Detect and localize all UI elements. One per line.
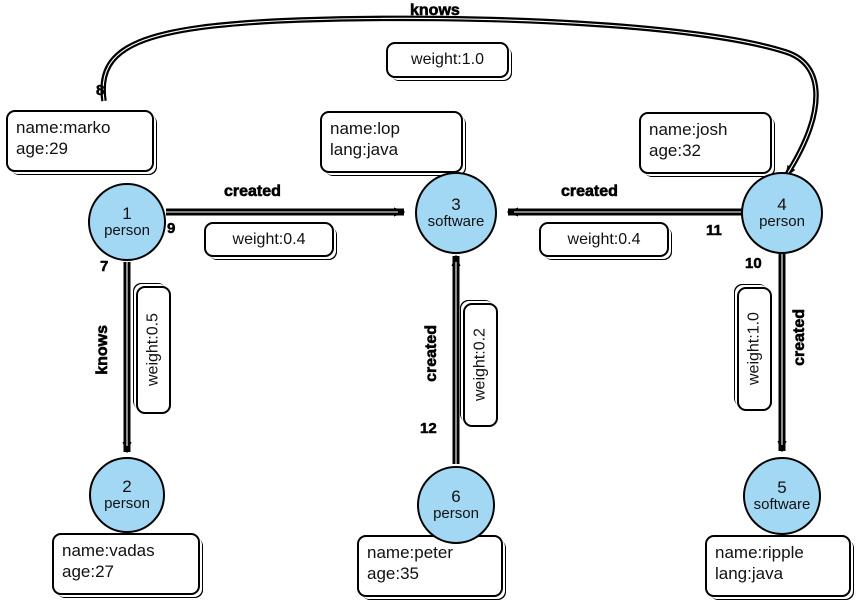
vertex-2-properties: name:vadas age:27 (52, 533, 200, 595)
vertex-4[interactable]: 4 person (741, 172, 823, 254)
edge-10-weight: weight:1.0 (737, 287, 772, 411)
vertex-1-label: person (104, 222, 150, 240)
vertex-6-prop-0: name:peter (367, 543, 453, 562)
vertex-6-label: person (433, 505, 479, 523)
vertex-6[interactable]: 6 person (417, 466, 495, 544)
vertex-1-prop-0: name:marko (16, 118, 111, 137)
edge-7-id: 7 (100, 258, 109, 276)
vertex-5[interactable]: 5 software (743, 457, 821, 535)
edge-7-label: knows (94, 325, 112, 375)
vertex-3[interactable]: 3 software (415, 172, 497, 254)
vertex-3-properties: name:lop lang:java (320, 111, 463, 173)
vertex-4-properties: name:josh age:32 (639, 112, 772, 174)
edge-9-label: created (224, 183, 282, 201)
vertex-1-prop-1: age:29 (16, 139, 68, 159)
vertex-4-label: person (759, 213, 805, 231)
edge-10-id: 10 (745, 255, 762, 273)
edge-8-id: 8 (96, 82, 105, 100)
vertex-5-properties: name:ripple lang:java (705, 535, 851, 597)
vertex-5-label: software (753, 496, 811, 514)
vertex-2-prop-1: age:27 (62, 562, 114, 582)
edge-10-label: created (791, 309, 809, 367)
vertex-2[interactable]: 2 person (89, 457, 165, 533)
vertex-4-id: 4 (777, 195, 787, 215)
vertex-4-prop-0: name:josh (649, 120, 728, 139)
vertex-3-id: 3 (451, 195, 461, 215)
edge-9-id: 9 (167, 220, 176, 238)
vertex-3-prop-1: lang:java (330, 140, 399, 160)
vertex-6-prop-1: age:35 (367, 564, 419, 584)
vertex-1[interactable]: 1 person (88, 183, 166, 261)
vertex-3-prop-0: name:lop (330, 119, 400, 138)
edge-12-id: 12 (420, 420, 437, 438)
edge-8-label: knows (410, 2, 460, 20)
edge-11-id: 11 (706, 222, 722, 240)
edge-12-weight: weight:0.2 (463, 303, 498, 427)
vertex-5-prop-1: lang:java (715, 564, 784, 584)
vertex-1-id: 1 (122, 204, 132, 224)
vertex-6-id: 6 (451, 487, 461, 507)
vertex-5-prop-0: name:ripple (715, 543, 804, 562)
vertex-6-properties: name:peter age:35 (357, 535, 503, 597)
vertex-5-id: 5 (777, 478, 787, 498)
vertex-2-label: person (104, 495, 150, 513)
edge-11-weight: weight:0.4 (539, 222, 669, 257)
edge-path-8-inner (102, 17, 817, 177)
vertex-3-label: software (427, 213, 485, 231)
edge-9-weight: weight:0.4 (204, 222, 334, 257)
edge-12-label: created (423, 325, 441, 383)
vertex-2-prop-0: name:vadas (62, 541, 155, 560)
vertex-2-id: 2 (122, 477, 132, 497)
vertex-4-prop-1: age:32 (649, 141, 701, 161)
vertex-1-properties: name:marko age:29 (6, 110, 154, 172)
edge-8-weight: weight:1.0 (386, 42, 509, 78)
edge-11-label: created (561, 183, 619, 201)
edge-7-weight: weight:0.5 (136, 286, 171, 414)
